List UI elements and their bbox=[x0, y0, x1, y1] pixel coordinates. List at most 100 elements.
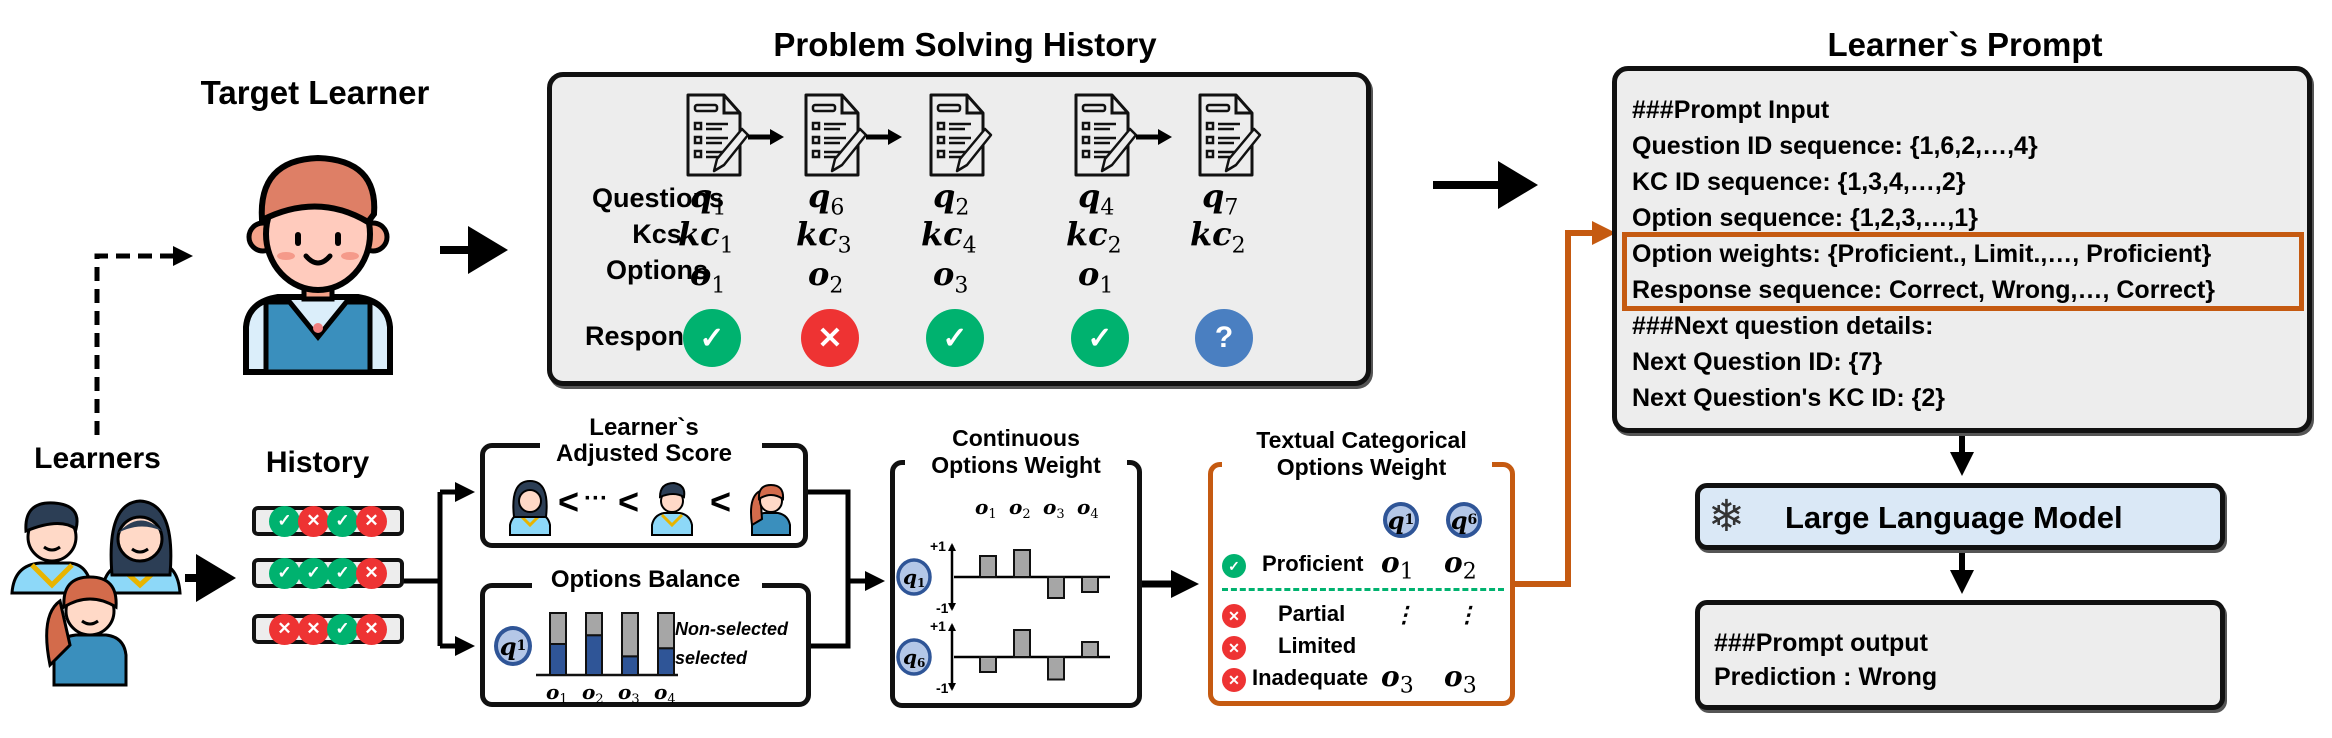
prompt-line: Next Question ID: {7} bbox=[1632, 348, 1883, 376]
prompt-line: Option weights: {Proficient., Limit.,…, … bbox=[1632, 240, 2212, 268]
less-than-1: < bbox=[558, 481, 580, 522]
kc-sub: 1 bbox=[719, 233, 734, 259]
question-base: q bbox=[933, 177, 956, 215]
response-correct-icon: ✓ bbox=[327, 505, 358, 537]
tick-label-o2: o2 bbox=[582, 680, 604, 707]
step-arrow bbox=[866, 129, 902, 145]
header-o2: o2 bbox=[1009, 495, 1031, 522]
option-base: ⋮ bbox=[1393, 602, 1415, 628]
weight-bar-q6-o1 bbox=[979, 656, 997, 673]
response-correct-icon: ✓ bbox=[1071, 309, 1129, 367]
step-question: q1 bbox=[690, 177, 726, 220]
category-option-q1: ⋮ bbox=[1393, 602, 1415, 633]
header-o4: o4 bbox=[1077, 495, 1099, 522]
prompt-line: KC ID sequence: {1,3,4,…,2} bbox=[1632, 168, 1966, 196]
question-badge-q1: q1 bbox=[896, 558, 932, 596]
step-kc: kc2 bbox=[1190, 215, 1246, 258]
question-base: q bbox=[690, 177, 713, 215]
y-tick-bottom: -1 bbox=[936, 600, 949, 616]
step-question: q4 bbox=[1078, 177, 1114, 220]
textual-title-line2: Options Weight bbox=[1276, 454, 1447, 480]
weight-bar-q6-o3 bbox=[1047, 656, 1065, 681]
category-label-limited: Limited bbox=[1278, 633, 1357, 658]
history-title: History bbox=[265, 446, 370, 479]
worksheet-pencil-icon bbox=[686, 93, 750, 177]
question-badge-q6: q6 bbox=[896, 638, 932, 676]
option-base: o bbox=[1381, 660, 1400, 693]
learner-girl-dark-icon bbox=[509, 479, 551, 536]
llm-box: ❄ Large Language Model bbox=[1695, 483, 2225, 550]
header-o3: o3 bbox=[1043, 495, 1065, 522]
kc-base: kc bbox=[796, 215, 838, 253]
category-label-proficient: Proficient bbox=[1262, 551, 1364, 576]
kc-sub: 4 bbox=[962, 233, 977, 259]
bar-nonselected-o1 bbox=[549, 612, 567, 645]
merge-connector bbox=[808, 489, 878, 649]
kc-base: kc bbox=[1066, 215, 1108, 253]
weight-bar-q1-o1 bbox=[979, 555, 997, 578]
bar-selected-o4 bbox=[657, 647, 675, 676]
q-letter: q bbox=[1450, 505, 1468, 535]
kc-base: kc bbox=[678, 215, 720, 253]
learners-title: Learners bbox=[34, 442, 161, 475]
category-option-q1: o1 bbox=[1381, 546, 1414, 585]
step-option: o2 bbox=[808, 255, 843, 298]
option-base: ⋮ bbox=[1456, 602, 1478, 628]
score-ordering: < ··· < < bbox=[500, 475, 800, 536]
less-than-3: < bbox=[710, 481, 732, 522]
category-option-q6: o3 bbox=[1444, 660, 1477, 699]
kc-base: kc bbox=[1190, 215, 1232, 253]
worksheet-pencil-icon bbox=[1198, 93, 1262, 177]
target-learner-title: Target Learner bbox=[200, 74, 430, 111]
problem-solving-history-panel: Questions Kcs Options Responses ··· q1kc… bbox=[547, 72, 1371, 386]
learners-prompt-title: Learner`s Prompt bbox=[1827, 26, 2103, 63]
less-than-2: < bbox=[618, 481, 640, 522]
tick-label-o1: o1 bbox=[546, 680, 568, 707]
step-option: o1 bbox=[1078, 255, 1113, 298]
options-balance-title-mask bbox=[532, 570, 762, 596]
question-sub: 7 bbox=[1224, 195, 1239, 221]
orange-connector bbox=[1515, 221, 1616, 587]
response-wrong-icon: ✕ bbox=[269, 613, 300, 645]
step-option: o1 bbox=[690, 255, 725, 298]
row-label-questions: Questions bbox=[592, 183, 725, 213]
proficiency-divider bbox=[1222, 588, 1504, 591]
step-kc: kc3 bbox=[796, 215, 852, 258]
continuous-title-line2: Options Weight bbox=[931, 452, 1101, 478]
question-sub: 2 bbox=[955, 195, 970, 221]
y-tick-top: +1 bbox=[930, 618, 946, 634]
prompt-highlight-box bbox=[1622, 232, 2304, 311]
legend-nonselected: Non-selected bbox=[675, 619, 789, 639]
bar-selected-o3 bbox=[621, 655, 639, 677]
step-arrow bbox=[1136, 129, 1172, 145]
row-label-options: Options bbox=[606, 255, 708, 285]
option-sub: 3 bbox=[1462, 673, 1477, 699]
kc-sub: 2 bbox=[1231, 233, 1246, 259]
option-base: o bbox=[1381, 546, 1400, 579]
textual-title-mask bbox=[1222, 425, 1492, 480]
response-correct-icon: ✓ bbox=[926, 309, 984, 367]
step-arrow bbox=[748, 129, 784, 145]
status-wrong-icon: ✕ bbox=[1222, 636, 1246, 660]
response-wrong-icon: ✕ bbox=[356, 505, 387, 537]
category-label-partial: Partial bbox=[1278, 601, 1346, 626]
tick-label-o4: o4 bbox=[654, 680, 676, 707]
adjusted-score-title-line2: Adjusted Score bbox=[555, 440, 733, 467]
response-wrong-icon: ✕ bbox=[801, 309, 859, 367]
option-base: o bbox=[808, 255, 830, 293]
dashed-connector bbox=[94, 246, 193, 435]
status-wrong-icon: ✕ bbox=[1222, 604, 1246, 628]
bar-nonselected-o2 bbox=[585, 612, 603, 637]
question-sub: 1 bbox=[712, 195, 727, 221]
output-line-prediction: Prediction : Wrong bbox=[1714, 663, 1938, 691]
continuous-title-mask bbox=[905, 420, 1127, 478]
continuous-title-line1: Continuous bbox=[952, 425, 1080, 451]
q-letter: q bbox=[1387, 505, 1405, 535]
worksheet-pencil-icon bbox=[804, 93, 868, 177]
